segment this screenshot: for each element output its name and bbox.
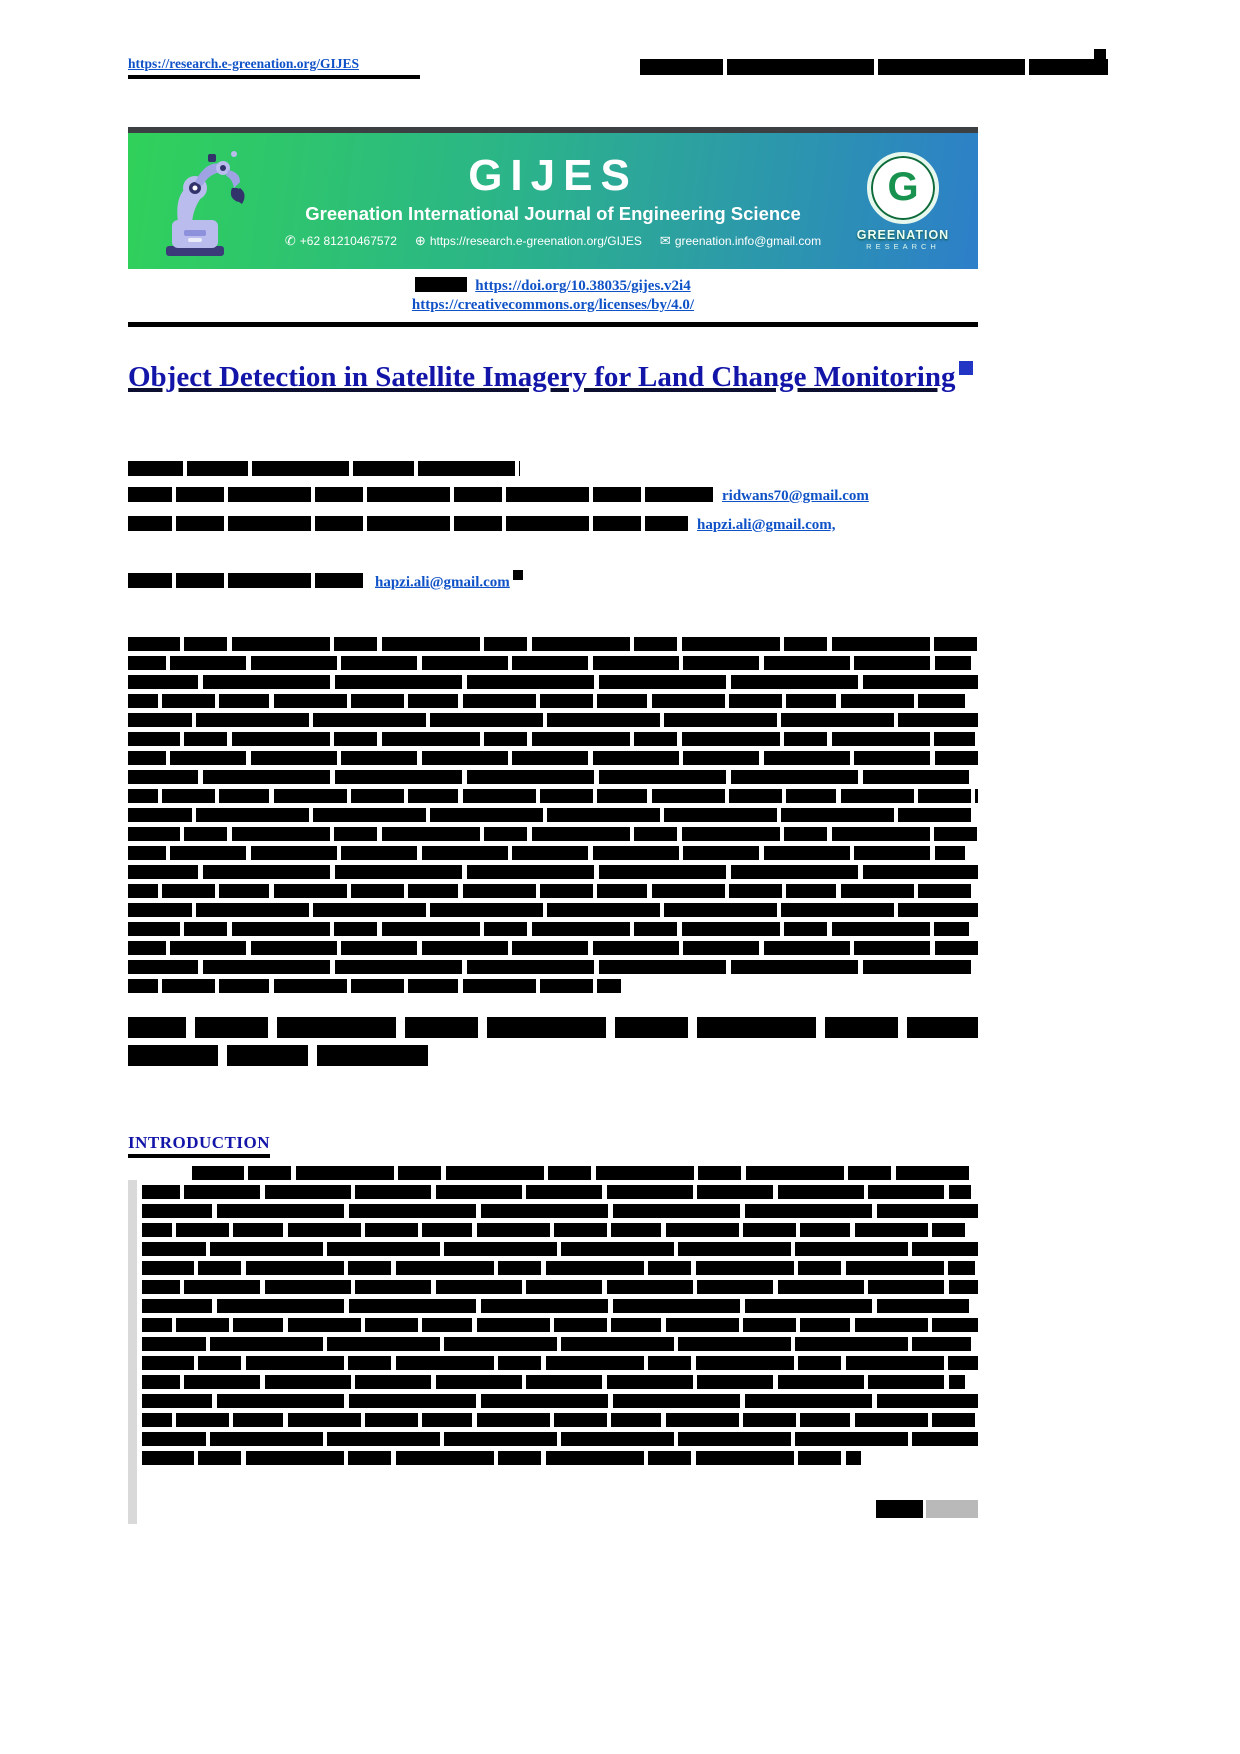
redacted-text-line <box>142 1318 978 1333</box>
phone-item: ✆+62 81210467572 <box>285 233 397 249</box>
article-title: Object Detection in Satellite Imagery fo… <box>128 353 978 403</box>
redacted-text-line <box>142 1223 966 1238</box>
corresponding-label-redacted <box>128 573 366 589</box>
redacted-text-line <box>128 694 966 709</box>
website-item: ⊕https://research.e-greenation.org/GIJES <box>415 233 642 249</box>
journal-contact-row: ✆+62 81210467572 ⊕https://research.e-gre… <box>278 233 828 249</box>
journal-name: Greenation International Journal of Engi… <box>305 203 801 225</box>
redacted-text-line <box>128 884 975 899</box>
bold-heading-line-1 <box>128 1017 978 1039</box>
journal-banner: GIJES Greenation International Journal o… <box>128 127 978 269</box>
redacted-text-line <box>128 770 969 785</box>
license-line: https://creativecommons.org/licenses/by/… <box>128 296 978 315</box>
redacted-text-line <box>128 922 969 937</box>
greenation-logo-sub: RESEARCH <box>866 241 940 251</box>
affiliation-1-redacted <box>128 486 713 502</box>
page-header: https://research.e-greenation.org/GIJES <box>128 49 1108 89</box>
email-item: ✉greenation.info@gmail.com <box>660 233 821 249</box>
introduction-heading: INTRODUCTION <box>128 1133 271 1159</box>
affiliation-2-redacted <box>128 515 688 531</box>
mail-icon: ✉ <box>659 233 671 249</box>
redacted-text-line <box>128 789 978 804</box>
corresponding-author-line: hapzi.ali@gmail.com <box>128 569 978 591</box>
redacted-text-line <box>192 1166 970 1181</box>
doi-link[interactable]: https://doi.org/10.38035/gijes.v2i4 <box>475 278 691 294</box>
page-footer <box>876 1500 978 1518</box>
journal-url-link[interactable]: https://research.e-greenation.org/GIJES <box>128 56 359 71</box>
redacted-text-line <box>128 846 966 861</box>
left-margin-strip <box>128 1180 137 1524</box>
horizontal-rule <box>128 322 978 327</box>
redacted-text-line <box>128 979 621 994</box>
introduction-redacted-body <box>142 1166 978 1466</box>
redacted-text-line <box>142 1432 978 1447</box>
author2-email-link[interactable]: hapzi.ali@gmail.com, <box>697 516 836 533</box>
contact-email: greenation.info@gmail.com <box>674 234 822 249</box>
redacted-text-line <box>128 941 978 956</box>
website-url: https://research.e-greenation.org/GIJES <box>429 234 642 249</box>
redacted-text-line <box>142 1299 969 1314</box>
redacted-text-line <box>128 751 978 766</box>
phone-icon: ✆ <box>284 233 296 249</box>
redacted-text-line <box>128 713 978 728</box>
author-block: ridwans70@gmail.com hapzi.ali@gmail.com, <box>128 460 978 534</box>
bold-heading-line-2 <box>128 1045 428 1067</box>
redacted-text-line <box>142 1337 972 1352</box>
redacted-text-line <box>142 1185 972 1200</box>
redacted-text-line <box>142 1413 975 1428</box>
corresponding-email-link[interactable]: hapzi.ali@gmail.com <box>375 574 510 591</box>
redacted-text-line <box>128 960 972 975</box>
robot-arm-icon <box>128 142 278 260</box>
doi-line: https://doi.org/10.38035/gijes.v2i4 <box>128 277 978 296</box>
doi-block: https://doi.org/10.38035/gijes.v2i4 http… <box>128 277 978 315</box>
header-right-redaction-nub <box>1094 49 1106 75</box>
greenation-logo-org: GREENATION <box>856 227 950 242</box>
greenation-logo: G GREENATION RESEARCH <box>828 151 978 251</box>
title-superscript-redacted <box>959 361 974 376</box>
redacted-text-line <box>128 865 978 880</box>
redacted-text-line <box>128 827 978 842</box>
redacted-text-line <box>128 732 975 747</box>
redacted-text-line <box>128 675 978 690</box>
author-names-redacted <box>128 460 978 476</box>
globe-icon: ⊕ <box>414 233 426 249</box>
redacted-text-line <box>142 1451 861 1466</box>
doi-label-redacted <box>415 277 468 292</box>
affiliation-line-1: ridwans70@gmail.com <box>128 486 978 505</box>
redacted-text-line <box>128 808 972 823</box>
banner-text-block: GIJES Greenation International Journal o… <box>278 150 828 249</box>
affiliation-line-2: hapzi.ali@gmail.com, <box>128 515 978 534</box>
bold-heading-redacted-block <box>128 1017 978 1067</box>
redacted-text-line <box>142 1261 975 1276</box>
redacted-text-line <box>142 1280 978 1295</box>
abstract-redacted-block <box>128 637 978 994</box>
redacted-text-line <box>142 1204 978 1219</box>
redacted-text-line <box>142 1375 966 1390</box>
phone-number: +62 81210467572 <box>299 234 397 249</box>
header-left-redaction-bar <box>128 75 420 79</box>
header-right-redacted-text <box>640 59 1108 75</box>
redacted-text-line <box>142 1356 978 1371</box>
redacted-text-line <box>128 656 972 671</box>
redacted-text-line <box>128 903 978 918</box>
page-number-redacted <box>876 1500 923 1518</box>
author1-email-link[interactable]: ridwans70@gmail.com <box>722 487 869 504</box>
redacted-text-line <box>128 637 978 652</box>
page-label-redacted <box>926 1500 978 1518</box>
corresponding-superscript-redacted <box>512 569 523 580</box>
redacted-text-line <box>142 1242 978 1257</box>
greenation-logo-icon: G <box>867 151 939 224</box>
redacted-text-line <box>142 1394 978 1409</box>
license-link[interactable]: https://creativecommons.org/licenses/by/… <box>411 297 695 313</box>
journal-acronym: GIJES <box>468 150 638 200</box>
